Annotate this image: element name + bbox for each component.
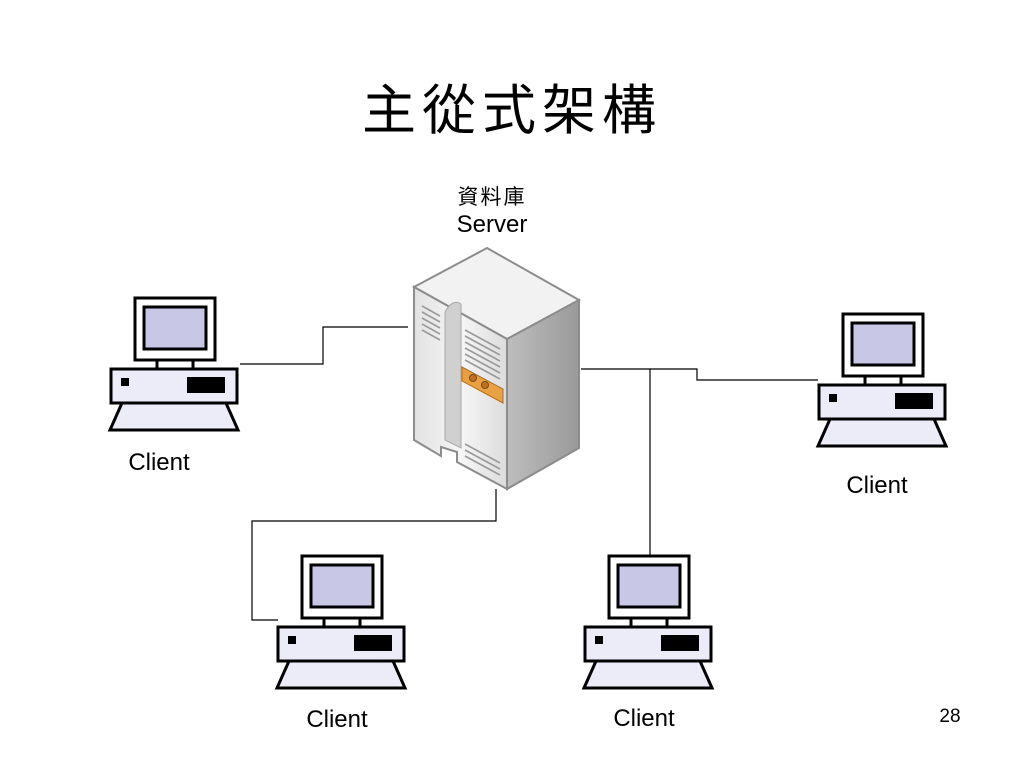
client-computer-left	[108, 296, 240, 432]
connection-lines	[240, 326, 818, 621]
client-computer-bottom-left	[275, 554, 407, 690]
server-label: Server	[456, 211, 528, 238]
client-label-bottom-right: Client	[613, 705, 675, 732]
server-led-2	[481, 381, 489, 389]
server-database-label: 資料庫	[457, 185, 527, 209]
connector-client-left	[240, 326, 408, 365]
client-label-bottom-left: Client	[306, 706, 368, 733]
client-label-left: Client	[128, 449, 190, 476]
server-tower-icon	[411, 246, 582, 491]
client-label-right: Client	[846, 472, 908, 499]
slide-title: 主從式架構	[362, 79, 662, 142]
page-number: 28	[939, 706, 961, 727]
server-led-1	[469, 374, 477, 382]
client-computer-right	[816, 312, 948, 448]
connector-client-right	[650, 368, 818, 381]
connector-client-bottom-left	[251, 489, 497, 621]
connector-client-bottom-right	[581, 368, 651, 555]
client-computer-bottom-right	[582, 554, 714, 690]
